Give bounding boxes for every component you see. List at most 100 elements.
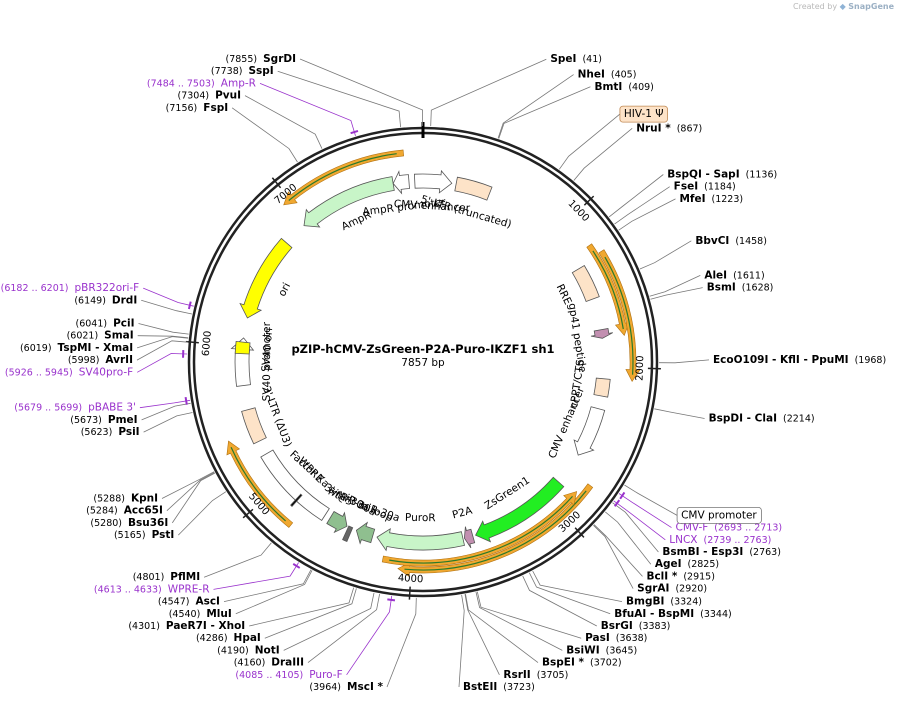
tick-mark xyxy=(574,527,585,538)
feature-zsgreen1[interactable] xyxy=(475,476,565,543)
site-bmgbi[interactable]: BmgBI(3324) xyxy=(532,570,702,608)
site-bsiwi[interactable]: BsiWI(3645) xyxy=(475,591,637,656)
site-label-text: BspQI - SapI(1136) xyxy=(667,169,777,181)
primer-lncx[interactable]: LNCX(2739 .. 2763) xyxy=(613,499,772,546)
site-rsrii[interactable]: RsrII(3705) xyxy=(464,594,568,681)
site-smai[interactable]: (6021)SmaI xyxy=(67,330,189,342)
site-bmti[interactable]: BmtI(409) xyxy=(498,81,654,139)
site-kpni[interactable]: (5288)KpnI xyxy=(93,471,215,505)
site-bfuai-bspmi[interactable]: BfuAI - BspMI(3344) xyxy=(528,572,732,620)
site-nhei[interactable]: NheI(405) xyxy=(497,69,636,139)
site-sgrdi[interactable]: (7855)SgrDI xyxy=(226,53,424,126)
feature-factor-xa-site[interactable] xyxy=(290,493,303,507)
site-bsu36i[interactable]: (5280)Bsu36I xyxy=(90,472,215,529)
site-bsmbi-esp3i[interactable]: BsmBI - Esp3I(2763) xyxy=(612,502,781,558)
site-bspdi-clai[interactable]: BspDI - ClaI(2214) xyxy=(654,408,815,425)
feature-sv40-ori[interactable] xyxy=(234,340,251,355)
feature-ampr[interactable] xyxy=(303,176,395,228)
site-label-text: (4801)PflMI xyxy=(133,571,200,583)
site-label-text: (4547)AscI xyxy=(158,596,220,608)
feature-cmv-enhancer[interactable] xyxy=(413,169,453,194)
site-mlui[interactable]: (4540)MluI xyxy=(169,570,313,620)
leader-line xyxy=(430,58,547,127)
feature-5-ltr-truncated[interactable] xyxy=(454,176,493,201)
site-hpai[interactable]: (4286)HpaI xyxy=(196,588,357,644)
label-cmv-promoter[interactable]: CMV promoter xyxy=(624,484,762,524)
site-pmei[interactable]: (5673)PmeI xyxy=(70,402,191,426)
site-bsteii[interactable]: BstEII(3723) xyxy=(458,594,535,693)
label-hiv-1[interactable]: HIV-1 Ψ xyxy=(558,105,668,170)
site-noti[interactable]: (4190)NotI xyxy=(217,592,375,657)
feature-rre[interactable] xyxy=(571,264,600,303)
feature-mir-30a-loop[interactable] xyxy=(342,525,354,543)
feature-5-mir-30a[interactable] xyxy=(355,521,376,545)
site-pflmi[interactable]: (4801)PflMI xyxy=(133,542,272,583)
primer-puro-f[interactable]: (4085 .. 4105)Puro-F xyxy=(235,595,396,681)
leader-line xyxy=(223,569,312,602)
feature-cmv-enhancer[interactable] xyxy=(573,406,606,456)
site-position: (2693 .. 2713) xyxy=(714,523,782,534)
watermark-prefix: Created by xyxy=(793,2,838,11)
feature-wpre[interactable] xyxy=(260,449,330,521)
site-label-text: (4613 .. 4633)WPRE-R xyxy=(94,583,210,595)
site-psii[interactable]: (5623)PsiI xyxy=(81,412,193,439)
site-acc65i[interactable]: (5284)Acc65I xyxy=(86,472,215,517)
feature-cppt-cts[interactable] xyxy=(593,377,611,398)
site-ecoo109i-kfli-ppumi[interactable]: EcoO109I - KflI - PpuMI(1968) xyxy=(658,354,886,366)
site-fsei[interactable]: FseI(1184) xyxy=(614,181,736,225)
site-fspi[interactable]: (7156)FspI xyxy=(166,102,298,163)
primer-pbr322ori-f[interactable]: (6182 .. 6201)pBR322ori-F xyxy=(1,282,194,310)
leader-line xyxy=(171,472,215,524)
site-bbvci[interactable]: BbvCI(1458) xyxy=(639,235,767,270)
site-msci[interactable]: (3964)MscI * xyxy=(309,597,417,693)
site-bspei[interactable]: BspEI *(3702) xyxy=(465,594,622,669)
feature-puror[interactable] xyxy=(376,527,465,552)
site-pcii[interactable]: (6041)PciI xyxy=(76,318,189,335)
site-asci[interactable]: (4547)AscI xyxy=(158,569,312,608)
site-psti[interactable]: (5165)PstI xyxy=(114,491,227,541)
site-pasi[interactable]: PasI(3638) xyxy=(476,591,647,645)
primer-wpre-r[interactable]: (4613 .. 4633)WPRE-R xyxy=(94,562,301,596)
site-draiii[interactable]: (4160)DraIII xyxy=(234,593,380,669)
feature-gp41-peptide[interactable] xyxy=(590,328,613,339)
site-name: BsmBI - Esp3I xyxy=(662,546,743,558)
primer-pbabe-3[interactable]: (5679 .. 5699)pBABE 3' xyxy=(14,396,191,414)
site-sspi[interactable]: (7738)SspI xyxy=(211,65,401,128)
site-agei[interactable]: AgeI(2825) xyxy=(605,511,719,570)
site-position: (3702) xyxy=(590,658,622,669)
site-pvui[interactable]: (7304)PvuI xyxy=(178,90,323,149)
feature-ori[interactable] xyxy=(239,237,293,319)
feature-p2a[interactable] xyxy=(463,526,476,549)
leader-line xyxy=(497,74,574,139)
site-name: BstEII xyxy=(463,681,497,693)
site-label-text: (5679 .. 5699)pBABE 3' xyxy=(14,402,136,414)
orf-arc xyxy=(226,440,294,528)
site-avrii[interactable]: (5998)AvrII xyxy=(68,340,188,366)
leader-line xyxy=(650,287,703,300)
site-alei[interactable]: AleI(1611) xyxy=(649,269,765,297)
site-label-text: (6019)TspMI - XmaI xyxy=(20,342,133,354)
primer-sv40pro-f[interactable]: (5926 .. 5945)SV40pro-F xyxy=(5,350,188,378)
site-paer7i-xhoi[interactable]: (4301)PaeR7I - XhoI xyxy=(128,587,355,632)
primer-amp-r[interactable]: (7484 .. 7503)Amp-R xyxy=(147,77,359,137)
site-spei[interactable]: SpeI(41) xyxy=(430,53,602,127)
leader-line xyxy=(532,570,623,602)
leader-line xyxy=(624,484,678,516)
site-mfei[interactable]: MfeI(1223) xyxy=(618,193,743,231)
primer-cmv-f[interactable]: CMV-F(2693 .. 2713) xyxy=(618,491,782,534)
site-position: (6182 .. 6201) xyxy=(1,283,69,294)
feature-3-ltr-u3[interactable] xyxy=(241,407,267,445)
leader-line xyxy=(235,570,313,615)
site-position: (5926 .. 5945) xyxy=(5,367,73,378)
feature-3-mir-30a[interactable] xyxy=(326,510,348,534)
site-drdi[interactable]: (6149)DrdI xyxy=(74,294,192,315)
site-bsmi[interactable]: BsmI(1628) xyxy=(650,282,774,300)
site-bspqi-sapi[interactable]: BspQI - SapI(1136) xyxy=(608,169,777,218)
site-bsrgi[interactable]: BsrGI(3383) xyxy=(522,575,671,632)
tick-mark xyxy=(583,195,595,206)
site-sgrai[interactable]: SgrAI(2920) xyxy=(593,525,707,595)
site-bcli[interactable]: BclI *(2915) xyxy=(593,524,715,583)
site-nrui[interactable]: NruI *(867) xyxy=(573,122,702,181)
orf-layer xyxy=(226,149,641,578)
feature-ampr-promoter[interactable] xyxy=(392,170,410,195)
